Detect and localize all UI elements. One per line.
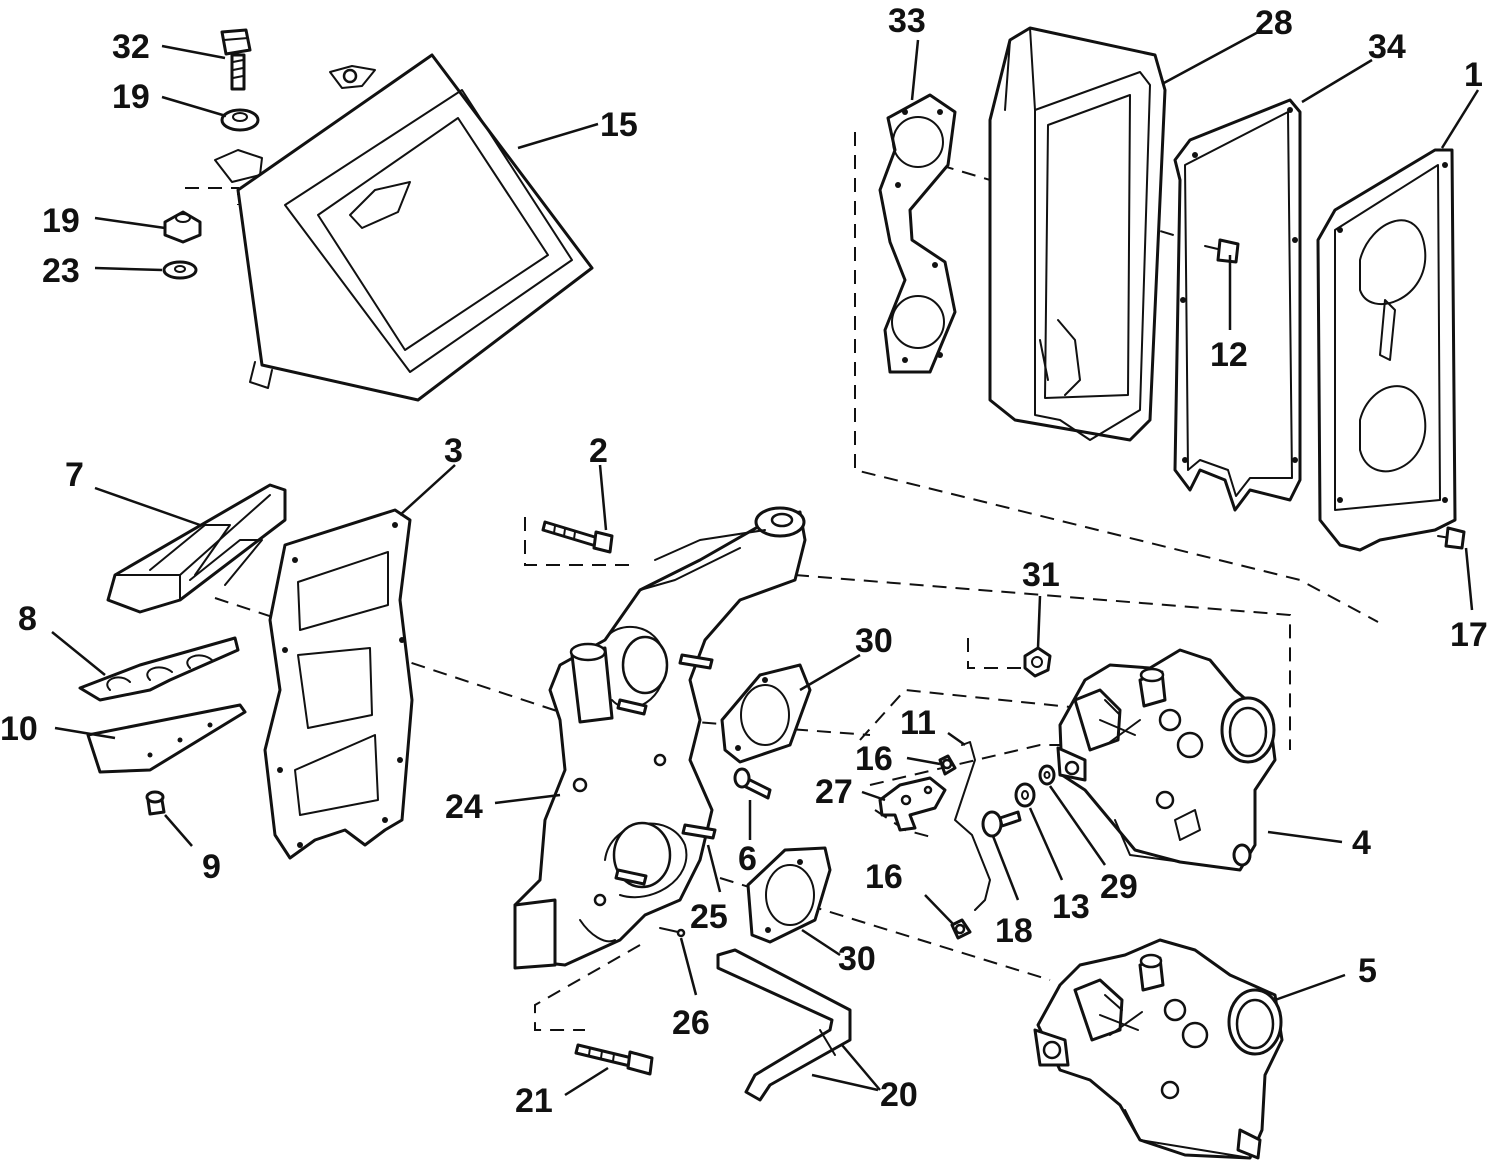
silencer-cover-1 <box>1316 148 1457 552</box>
callout-13: 13 <box>1052 888 1090 926</box>
callout-1: 1 <box>1464 56 1483 94</box>
callout-9: 9 <box>202 848 221 886</box>
reed-stop-10 <box>86 703 247 774</box>
callout-31: 31 <box>1022 556 1060 594</box>
callout-12: 12 <box>1210 336 1248 374</box>
callout-2: 2 <box>589 432 608 470</box>
hose-20 <box>716 948 852 1102</box>
callout-5: 5 <box>1358 952 1377 990</box>
callout-18: 18 <box>995 912 1033 950</box>
callout-4: 4 <box>1352 824 1371 862</box>
screw-18 <box>981 810 1022 838</box>
reed-gasket-3 <box>263 508 414 860</box>
callout-30: 30 <box>838 940 876 978</box>
screw-6 <box>733 767 772 800</box>
callout-11: 11 <box>900 704 936 742</box>
callout-3: 3 <box>444 432 463 470</box>
callout-26: 26 <box>672 1004 710 1042</box>
washer-23 <box>162 260 198 280</box>
gasket-33 <box>878 93 957 374</box>
clip-16-upper <box>938 754 957 776</box>
link-11 <box>954 741 991 911</box>
nut-31 <box>1023 646 1052 678</box>
silencer-body-28 <box>988 26 1167 442</box>
callout-34: 34 <box>1368 28 1406 66</box>
clip-16-lower <box>950 918 972 940</box>
callout-30: 30 <box>855 622 893 660</box>
grommet-19-upper <box>220 108 260 132</box>
carburetor-5 <box>1033 938 1284 1160</box>
washer-13 <box>1014 782 1036 808</box>
callout-labels: 32 19 15 19 23 33 28 34 1 12 17 7 3 2 8 … <box>0 2 1488 1120</box>
callout-24: 24 <box>445 788 483 826</box>
screw-12 <box>1204 238 1240 264</box>
callout-23: 23 <box>42 252 80 290</box>
callout-10: 10 <box>0 710 38 748</box>
callout-7: 7 <box>65 456 84 494</box>
leader-lines <box>51 28 1480 1097</box>
pin-26 <box>659 927 686 938</box>
bracket-27 <box>878 776 947 832</box>
washer-29 <box>1038 764 1056 786</box>
intake-manifold-24 <box>513 506 807 970</box>
callout-16: 16 <box>855 740 893 778</box>
callout-19: 19 <box>42 202 80 240</box>
gasket-30-upper <box>720 663 812 764</box>
reed-block-7 <box>106 483 287 614</box>
bolt-21 <box>574 1043 654 1076</box>
air-silencer-base <box>214 53 594 402</box>
callout-17: 17 <box>1450 616 1488 654</box>
bolt-32 <box>220 28 252 91</box>
screw-9 <box>145 790 166 816</box>
callout-16: 16 <box>865 858 903 896</box>
reed-petals-8 <box>78 636 240 702</box>
callout-27: 27 <box>815 773 853 811</box>
grommet-19-lower <box>163 210 202 244</box>
callout-29: 29 <box>1100 868 1138 906</box>
callout-32: 32 <box>112 28 150 66</box>
screw-17 <box>1437 526 1466 550</box>
callout-28: 28 <box>1255 4 1293 42</box>
carburetor-4 <box>1056 648 1277 872</box>
callout-33: 33 <box>888 2 926 40</box>
callout-19: 19 <box>112 78 150 116</box>
studs-25 <box>614 653 717 886</box>
callout-21: 21 <box>515 1082 553 1120</box>
callout-8: 8 <box>18 600 37 638</box>
gasket-34 <box>1173 98 1302 512</box>
bolt-2 <box>541 520 614 554</box>
callout-20: 20 <box>880 1076 918 1114</box>
callout-15: 15 <box>600 106 638 144</box>
gasket-30-lower <box>746 846 832 944</box>
callout-6: 6 <box>738 840 757 878</box>
callout-25: 25 <box>690 898 728 936</box>
